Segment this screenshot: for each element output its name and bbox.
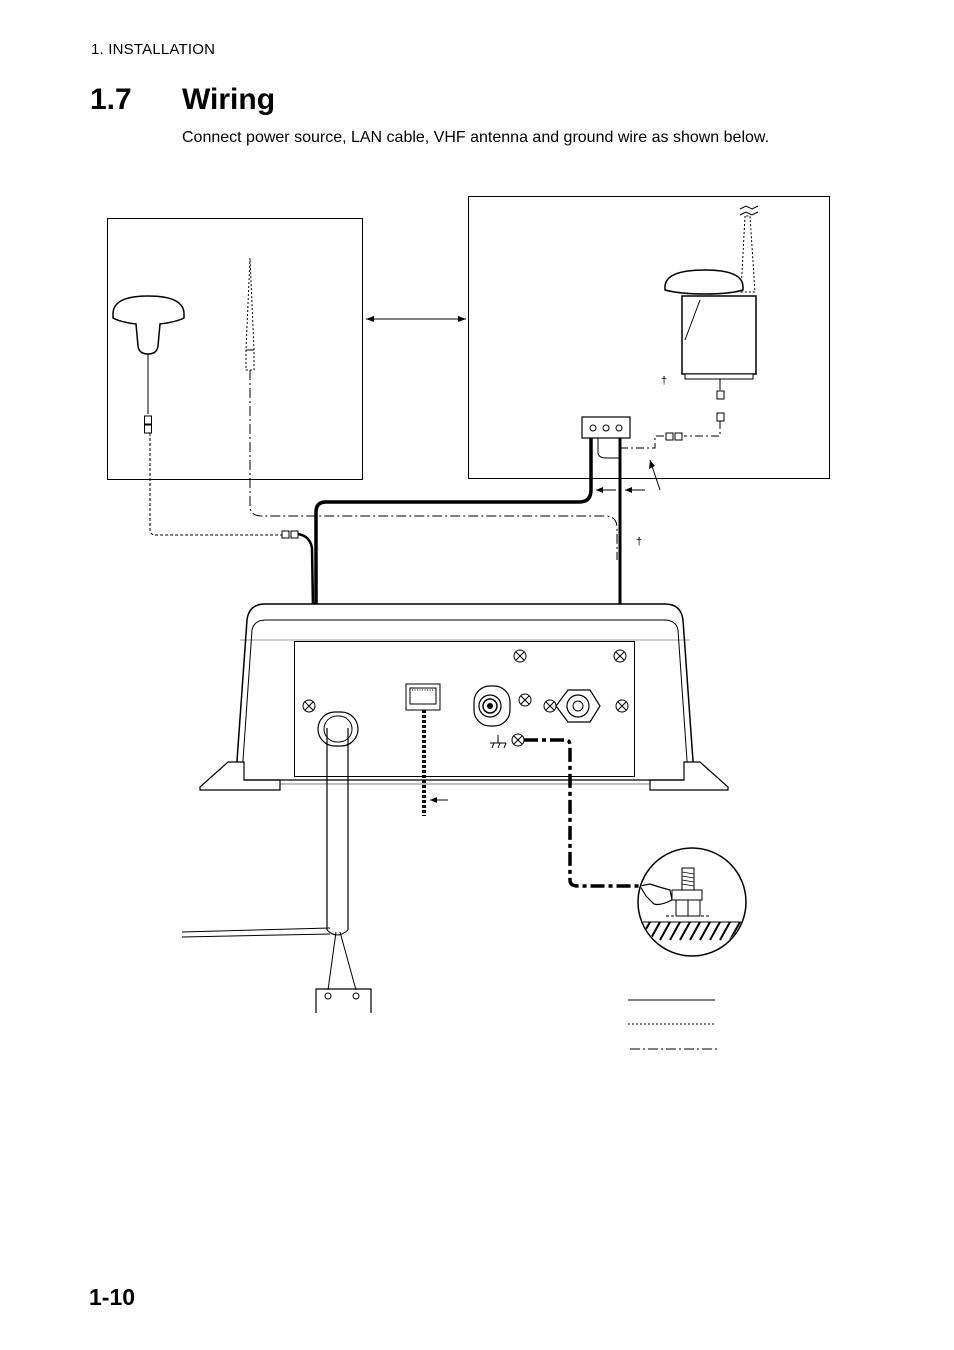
- ground-terminal-screw-icon: [511, 733, 525, 747]
- ground-detail-inset: [637, 847, 747, 957]
- cable-gland: [317, 711, 359, 747]
- power-cable: [181, 728, 372, 1013]
- lan-cable: [422, 710, 448, 816]
- gps-antenna-icon: [112, 295, 185, 434]
- processor-unit: [199, 603, 729, 791]
- screw-icon: [543, 699, 557, 713]
- vhf-connector: [555, 689, 601, 723]
- screw-icon: [302, 699, 316, 713]
- section-title: Wiring: [182, 83, 276, 116]
- ground-wire: [524, 738, 640, 888]
- left-option-box: [107, 218, 363, 480]
- intro-text: Connect power source, LAN cable, VHF ant…: [182, 129, 770, 146]
- screw-icon: [513, 649, 527, 663]
- dagger-mark: †: [661, 375, 667, 387]
- ground-icon: [490, 735, 507, 749]
- running-header: 1. INSTALLATION: [91, 41, 216, 58]
- alternative-arrow: [366, 316, 466, 322]
- gps-connector: [473, 685, 511, 727]
- screw-icon: [615, 699, 629, 713]
- line-legend: [628, 999, 718, 1050]
- combined-antenna-icon: [664, 205, 759, 422]
- right-option-box: †: [468, 196, 830, 491]
- junction-box: [581, 416, 631, 439]
- vhf-whip-antenna-icon: [245, 257, 255, 371]
- page-number: 1-10: [89, 1284, 136, 1310]
- screw-icon: [518, 693, 532, 707]
- section-number: 1.7: [90, 83, 132, 116]
- lan-port: [405, 683, 441, 711]
- dagger-mark: †: [636, 536, 642, 548]
- screw-icon: [613, 649, 627, 663]
